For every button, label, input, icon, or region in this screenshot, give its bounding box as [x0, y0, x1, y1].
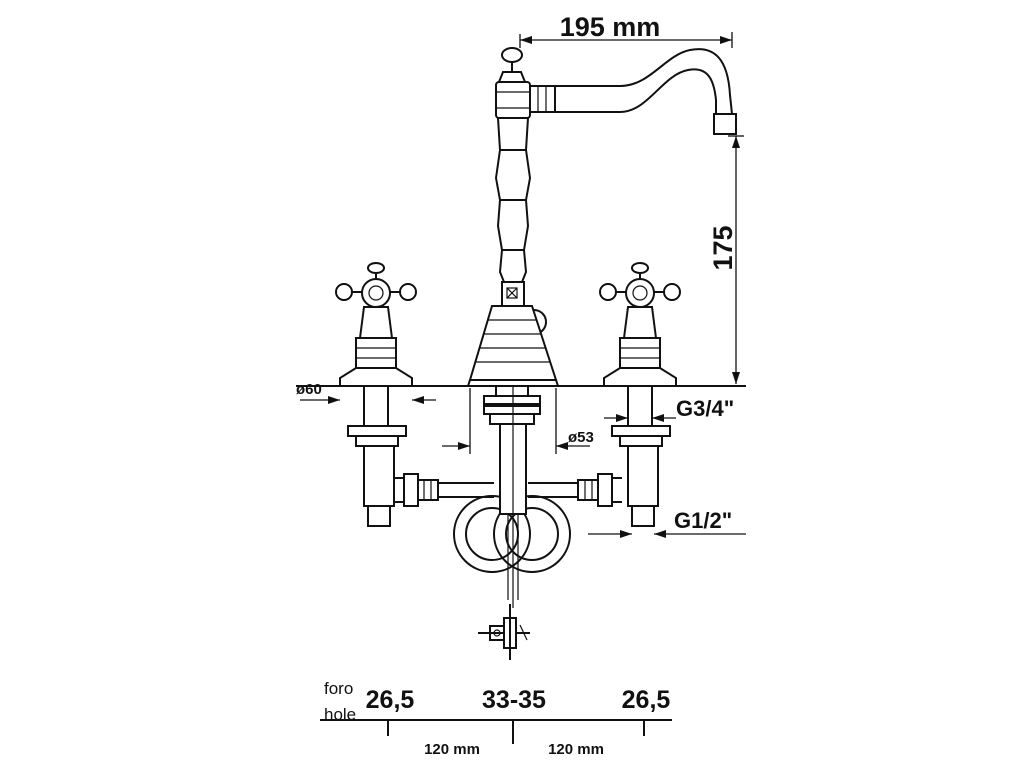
right-valve [599, 262, 681, 527]
spout [466, 47, 737, 387]
spout-reach-label: 195 mm [560, 12, 661, 42]
inlet-thread-label: G3/4" [676, 396, 734, 421]
hole-label-hole: hole [324, 705, 356, 724]
left-valve [335, 262, 417, 527]
dimension-base-diameter: ø53 [442, 388, 594, 454]
dimension-spout-reach: 195 mm [519, 12, 733, 48]
center-shank [478, 385, 541, 660]
hole-diameter-center: 33-35 [482, 686, 546, 714]
spout-height-label: 175 [708, 225, 738, 270]
rosette-diameter-label: ø60 [296, 381, 322, 398]
hole-spacing-legend: foro hole 26,5 33-35 26,5 120 mm 120 mm [320, 679, 672, 758]
dimension-inlet-thread: G3/4" [604, 396, 734, 422]
hole-label-foro: foro [324, 679, 353, 698]
hole-spacing-right: 120 mm [548, 741, 604, 758]
hole-spacing-left: 120 mm [424, 741, 480, 758]
outlet-thread-label: G1/2" [674, 508, 732, 533]
connection-pipes [394, 473, 622, 573]
dimension-rosette-diameter: ø60 [296, 381, 436, 404]
dimension-spout-height: 175 [708, 135, 744, 384]
hole-diameter-right: 26,5 [622, 686, 671, 714]
hole-diameter-left: 26,5 [366, 686, 415, 714]
base-diameter-label: ø53 [568, 429, 594, 446]
dimension-outlet-thread: G1/2" [588, 508, 746, 538]
